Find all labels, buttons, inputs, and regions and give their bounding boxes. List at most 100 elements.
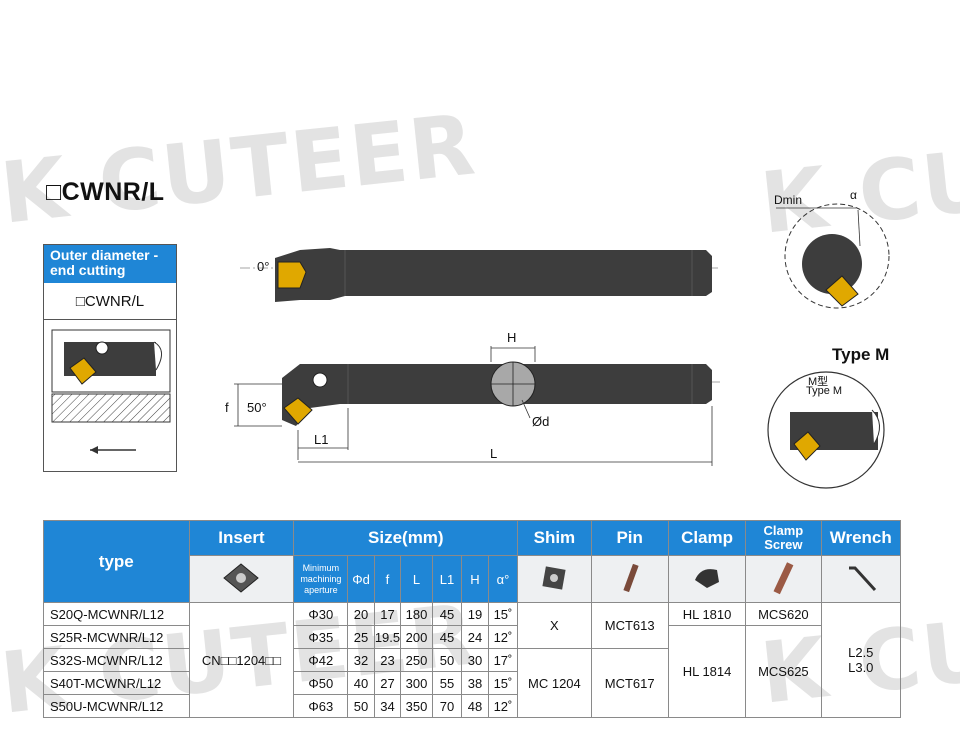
- cell-clamp-1: HL 1810: [667, 602, 747, 626]
- header-clamp: Clamp: [667, 520, 747, 556]
- cell-aperture: Φ50: [293, 671, 349, 695]
- cell-model: S20Q-MCWNR/L12: [43, 602, 190, 626]
- shim-icon: [542, 565, 566, 590]
- cell-d: 25: [347, 625, 375, 649]
- insert-image: [188, 555, 295, 603]
- subheader-d: Φd: [347, 555, 375, 603]
- cell-L: 350: [400, 694, 433, 718]
- side-insert: [283, 397, 313, 425]
- cell-pin-2: MCT617: [590, 648, 669, 718]
- cell-f: 19.5: [373, 625, 402, 649]
- tool-drawing: [234, 203, 890, 489]
- header-shim: Shim: [517, 520, 592, 556]
- cell-f: 17: [373, 602, 402, 626]
- cell-L1: 55: [431, 671, 463, 695]
- operation-box: Outer diameter -end cutting □CWNR/L: [43, 244, 177, 472]
- clamp-icon: [695, 568, 720, 588]
- label-L: L: [490, 446, 498, 461]
- cell-clamp-screw-2: MCS625: [745, 625, 822, 718]
- type-m-label: Type M: [806, 385, 843, 397]
- cell-model: S50U-MCWNR/L12: [43, 694, 190, 718]
- subheader-L1: L1: [431, 555, 463, 603]
- label-L1: L1: [314, 432, 329, 447]
- cell-alpha: 12˚: [487, 625, 519, 649]
- operation-illustration: [51, 329, 171, 454]
- pin-icon: [623, 563, 639, 592]
- cell-f: 23: [373, 648, 402, 672]
- cell-clamp-screw-1: MCS620: [745, 602, 822, 626]
- subheader-alpha: α°: [487, 555, 519, 603]
- cell-aperture: Φ63: [293, 694, 349, 718]
- cell-d: 20: [347, 602, 375, 626]
- cell-model: S32S-MCWNR/L12: [43, 648, 190, 672]
- cell-alpha: 12˚: [487, 694, 519, 718]
- label-H: H: [507, 330, 517, 345]
- cell-d: 50: [347, 694, 375, 718]
- cell-L1: 45: [431, 625, 463, 649]
- clamp-screw-icon: [773, 561, 794, 594]
- cell-model: S25R-MCWNR/L12: [43, 625, 190, 649]
- cell-L: 200: [400, 625, 433, 649]
- cell-H: 24: [461, 625, 489, 649]
- cell-L1: 70: [431, 694, 463, 718]
- table-row: S32S-MCWNR/L12 Φ42 32 23 250 50 30 17˚ M…: [43, 648, 901, 718]
- cell-alpha: 15˚: [487, 602, 519, 626]
- cell-alpha: 17˚: [487, 648, 519, 672]
- header-size: Size(mm): [293, 520, 519, 556]
- cell-d: 40: [347, 671, 375, 695]
- label-dmin: Dmin: [774, 193, 803, 207]
- cell-aperture: Φ42: [293, 648, 349, 672]
- cell-H: 30: [461, 648, 489, 672]
- cell-L: 300: [400, 671, 433, 695]
- cell-pin-1: MCT613: [590, 602, 669, 649]
- cell-L1: 45: [431, 602, 463, 626]
- wrench-icon: [848, 566, 876, 591]
- table-row: S20Q-MCWNR/L12 CN□□1204□□ Φ30 20 17 180 …: [43, 602, 902, 718]
- cell-L: 180: [400, 602, 433, 626]
- label-f: f: [225, 400, 229, 415]
- cell-wrench: L2.5 L3.0: [820, 602, 902, 718]
- operation-header: Outer diameter -end cutting: [44, 245, 176, 283]
- cell-model: S40T-MCWNR/L12: [43, 671, 190, 695]
- header-wrench: Wrench: [820, 520, 902, 556]
- cell-shim-2: MC 1204: [517, 648, 592, 718]
- operation-label: □CWNR/L: [44, 283, 176, 320]
- insert-icon: [223, 562, 260, 593]
- header-type: type: [43, 520, 190, 603]
- cell-f: 27: [373, 671, 402, 695]
- cell-alpha: 15˚: [487, 671, 519, 695]
- cell-shim-1: X: [517, 602, 592, 649]
- cell-H: 38: [461, 671, 489, 695]
- spec-table: type Insert Size(mm) Shim Pin Clamp Clam…: [43, 520, 902, 718]
- type-m-title: Type M: [832, 345, 890, 364]
- cell-H: 48: [461, 694, 489, 718]
- clamp-image: [667, 555, 747, 603]
- table-row: S40T-MCWNR/L12 Φ50 40 27 300 55 38 15˚: [43, 671, 901, 695]
- clamp-screw-image: [745, 555, 822, 603]
- cell-insert-code: CN□□1204□□: [188, 602, 295, 718]
- header-insert: Insert: [188, 520, 295, 556]
- subheader-L: L: [400, 555, 433, 603]
- header-pin: Pin: [590, 520, 669, 556]
- label-alpha: α: [850, 188, 857, 202]
- top-tool-body: [275, 248, 712, 302]
- table-row: S25R-MCWNR/L12 Φ35 25 19.5 200 45 24 12˚…: [43, 625, 901, 718]
- table-row: S50U-MCWNR/L12 Φ63 50 34 350 70 48 12˚: [43, 694, 901, 718]
- cell-aperture: Φ35: [293, 625, 349, 649]
- cell-f: 34: [373, 694, 402, 718]
- page-title: □CWNR/L: [46, 178, 165, 206]
- cell-L1: 50: [431, 648, 463, 672]
- label-d: Ød: [532, 414, 550, 429]
- label-angle-0: 0°: [257, 259, 270, 274]
- label-angle-50: 50°: [247, 400, 267, 415]
- cell-clamp-2: HL 1814: [667, 625, 747, 718]
- cell-aperture: Φ30: [293, 602, 349, 626]
- pin-image: [590, 555, 669, 603]
- cell-H: 19: [461, 602, 489, 626]
- cell-d: 32: [347, 648, 375, 672]
- wrench-image: [820, 555, 902, 603]
- header-clamp-screw: Clamp Screw: [745, 520, 822, 556]
- top-insert: [277, 261, 307, 289]
- wrench-size-2: L3.0: [848, 660, 874, 675]
- type-m-cn: M型: [808, 376, 829, 388]
